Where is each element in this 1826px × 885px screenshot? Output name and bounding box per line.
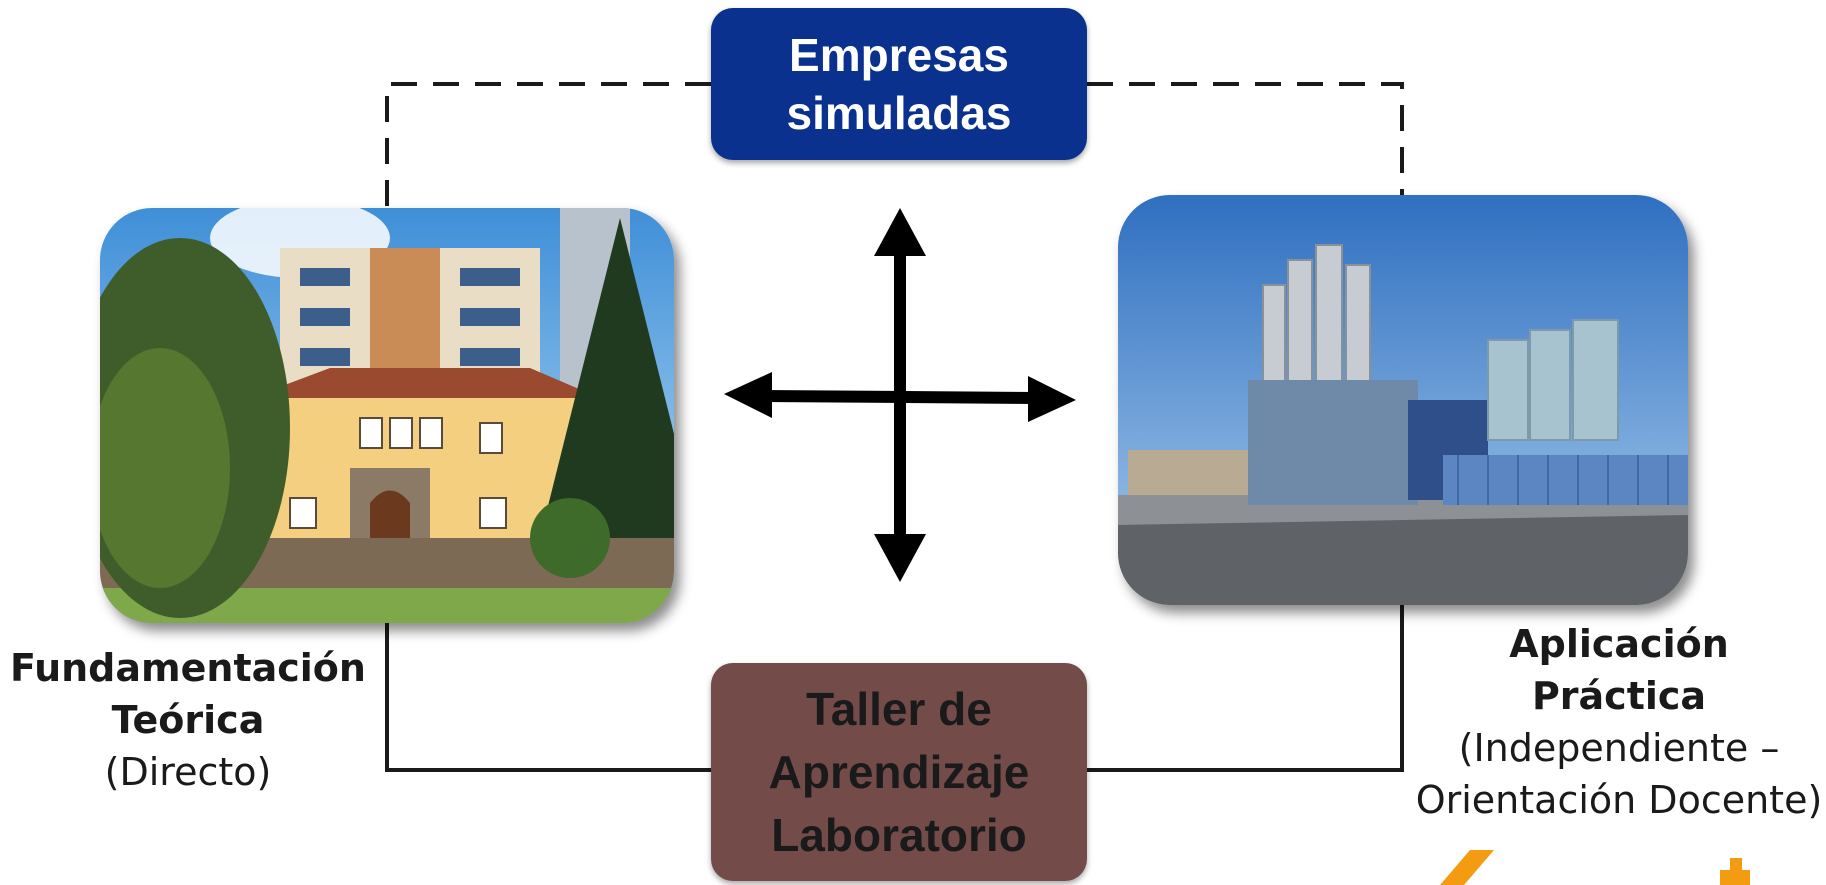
solid-connector-left [385, 620, 711, 772]
practice-title-line1: Aplicación [1509, 622, 1729, 666]
practice-mode-line1: (Independiente – [1458, 726, 1780, 770]
simulated-companies-box: Empresas simuladas [711, 8, 1087, 160]
workshop-line3: Laboratorio [771, 808, 1027, 861]
theory-title-line1: Fundamentación [10, 646, 366, 690]
theory-building-photo [100, 208, 674, 623]
simulated-companies-line2: simuladas [786, 87, 1012, 139]
theory-mode: (Directo) [104, 750, 272, 794]
theory-caption: Fundamentación Teórica (Directo) [0, 642, 376, 798]
theory-title-line2: Teórica [111, 698, 265, 742]
solid-connector-right [1087, 604, 1404, 772]
brand-logo-icon [1440, 850, 1750, 885]
practice-mode-line2: Orientación Docente) [1415, 778, 1823, 822]
dashed-connector-left [385, 82, 711, 210]
practice-caption: Aplicación Práctica (Independiente – Ori… [1412, 618, 1826, 826]
four-way-arrow-icon [724, 208, 1076, 582]
workshop-line2: Aprendizaje [768, 745, 1030, 798]
practice-title-line2: Práctica [1531, 674, 1707, 718]
workshop-line1: Taller de [806, 682, 992, 735]
simulated-companies-line1: Empresas [789, 29, 1009, 81]
dashed-connector-right [1087, 82, 1404, 198]
learning-workshop-box: Taller de Aprendizaje Laboratorio [711, 663, 1087, 881]
industrial-plant-photo [1118, 195, 1688, 605]
